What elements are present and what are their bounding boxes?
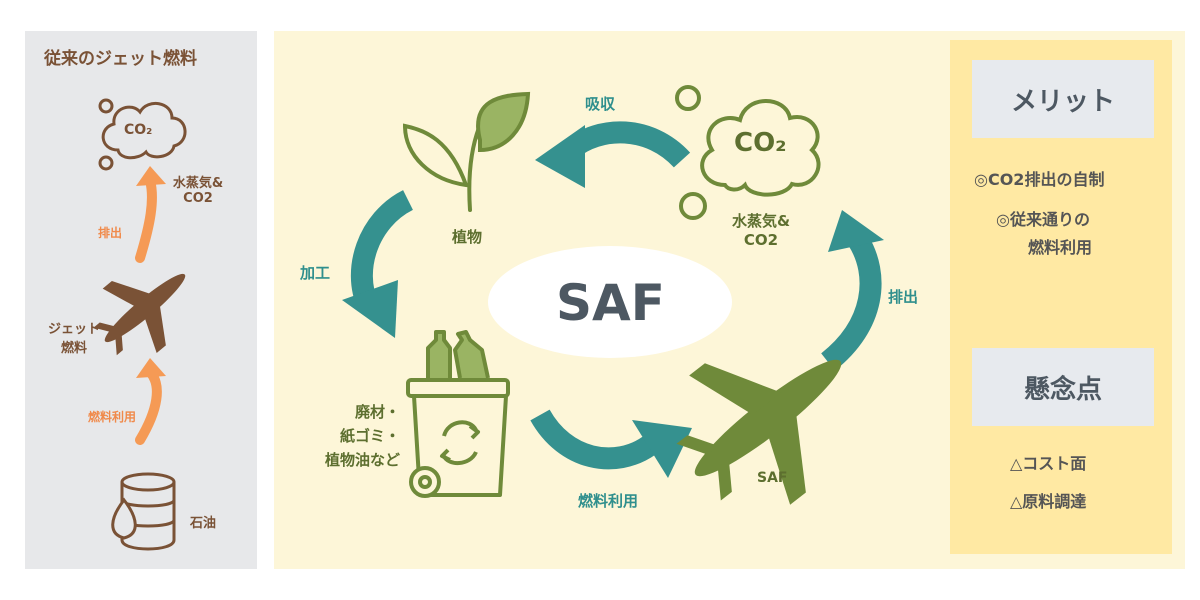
concern-item-2: △原料調達 [1010, 492, 1087, 511]
process-label: 加工 [300, 264, 331, 282]
left-oil-label: 石油 [190, 516, 217, 531]
absorb-arrow-icon [562, 121, 691, 168]
fuel-use-arrowhead-icon [632, 420, 692, 478]
waste-label: 廃材・紙ゴミ・植物油など [324, 403, 400, 469]
plant-leaf-icon [402, 91, 531, 212]
merit-heading: メリット [972, 60, 1154, 138]
fuel-use-label: 燃料利用 [578, 492, 639, 510]
left-emission-label: 排出 [98, 226, 123, 240]
left-fuel-arrow-icon [135, 367, 162, 445]
left-airplane-icon [93, 273, 186, 356]
emission-arrowhead-icon [828, 210, 884, 252]
plant-label: 植物 [452, 228, 483, 246]
center-co2-label: CO₂ [734, 128, 787, 158]
fuel-use-arrow-icon [530, 409, 657, 470]
left-fuel-use-label: 燃料利用 [88, 410, 137, 424]
left-emission-arrowhead-icon [136, 166, 166, 186]
left-fuel-arrowhead-icon [136, 358, 166, 378]
saf-ellipse [488, 246, 732, 358]
merit-item-2: ◎従来通りの 燃料利用 [996, 210, 1093, 257]
left-vapor-label: 水蒸気&CO2 [172, 176, 224, 206]
saf-title: SAF [556, 274, 665, 332]
saf-plane-label: SAF [757, 470, 788, 486]
cycle-arrows [342, 121, 884, 478]
center-vapor-label: 水蒸気&CO2 [731, 212, 791, 249]
process-arrowhead-icon [342, 280, 398, 338]
left-co2-label: CO₂ [124, 122, 153, 138]
center-co2-cloud-icon [675, 85, 821, 220]
recycle-bin-icon [406, 330, 510, 498]
emission-arrow-icon [820, 234, 882, 371]
emission-label: 排出 [888, 288, 919, 306]
absorb-arrowhead-icon [535, 125, 585, 188]
left-emission-arrow-icon [135, 175, 157, 263]
absorb-label: 吸収 [585, 95, 616, 113]
concern-item-1: △コスト面 [1010, 454, 1087, 473]
merit-item-1: ◎CO2排出の自制 [974, 170, 1105, 189]
left-co2-cloud-icon [98, 98, 187, 171]
concern-heading: 懸念点 [972, 348, 1154, 426]
oil-drum-icon [111, 472, 176, 551]
left-title: 従来のジェット燃料 [44, 49, 197, 69]
left-jet-fuel-label: ジェット燃料 [47, 322, 100, 356]
saf-airplane-icon [676, 359, 842, 505]
